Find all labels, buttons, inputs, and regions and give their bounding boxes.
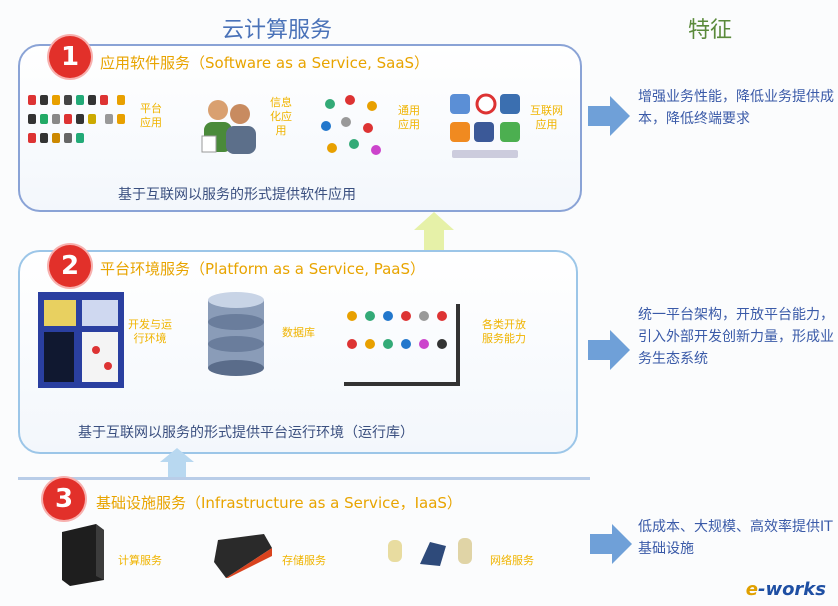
users-icon xyxy=(201,100,256,154)
iaas-arrow-icon xyxy=(590,524,632,564)
features-header: 特征 xyxy=(688,18,733,43)
eworks-watermark-logo: e-works xyxy=(746,579,826,600)
up-arrow-saas-icon xyxy=(414,212,454,252)
compute-server-icon xyxy=(62,524,104,586)
saas-label-internet: 互联网 应用 xyxy=(530,104,563,131)
network-devices-icon xyxy=(388,538,472,566)
paas-arrow-icon xyxy=(588,330,630,370)
services-header: 云计算服务 xyxy=(222,18,333,43)
saas-arrow-icon xyxy=(588,96,630,136)
saas-label-platform: 平台 应用 xyxy=(140,102,162,129)
iaas-feature: 低成本、大规模、高效率提供IT基础设施 xyxy=(638,519,833,557)
watermark-prefix: e xyxy=(745,579,758,600)
general-apps-icon xyxy=(321,95,381,155)
iaas-number-badge: 3 xyxy=(43,478,85,520)
iaas-label-network: 网络服务 xyxy=(490,554,534,567)
iaas-title: 基础设施服务（Infrastructure as a Service，IaaS） xyxy=(96,494,462,512)
up-arrow-paas-icon xyxy=(160,448,194,480)
watermark-suffix: -works xyxy=(757,579,826,600)
iaas-label-storage: 存储服务 xyxy=(282,554,326,567)
layer-separator xyxy=(18,477,590,480)
iaas-label-compute: 计算服务 xyxy=(118,554,162,567)
open-services-icon xyxy=(344,304,460,386)
internet-apps-icon xyxy=(450,93,520,158)
paas-label-open: 各类开放 服务能力 xyxy=(482,318,526,345)
saas-title: 应用软件服务（Software as a Service, SaaS） xyxy=(100,54,430,72)
platform-apps-icon xyxy=(26,92,138,149)
paas-label-dev: 开发与运 行环境 xyxy=(128,318,172,345)
dev-environment-icon xyxy=(38,292,124,388)
paas-description: 基于互联网以服务的形式提供平台运行环境（运行库） xyxy=(78,425,414,441)
paas-title: 平台环境服务（Platform as a Service, PaaS） xyxy=(100,260,426,278)
saas-description: 基于互联网以服务的形式提供软件应用 xyxy=(118,187,356,203)
paas-feature: 统一平台架构，开放平台能力，引入外部开发创新力量，形成业务生态系统 xyxy=(638,307,834,367)
paas-label-db: 数据库 xyxy=(282,326,315,339)
database-icon xyxy=(208,292,264,376)
saas-label-general: 通用 应用 xyxy=(398,104,420,131)
storage-drive-icon xyxy=(214,534,272,578)
saas-number-badge: 1 xyxy=(49,36,91,78)
saas-feature: 增强业务性能，降低业务提供成本，降低终端要求 xyxy=(638,89,834,127)
paas-number-badge: 2 xyxy=(49,245,91,287)
saas-label-info: 信息 化应 用 xyxy=(270,96,292,137)
